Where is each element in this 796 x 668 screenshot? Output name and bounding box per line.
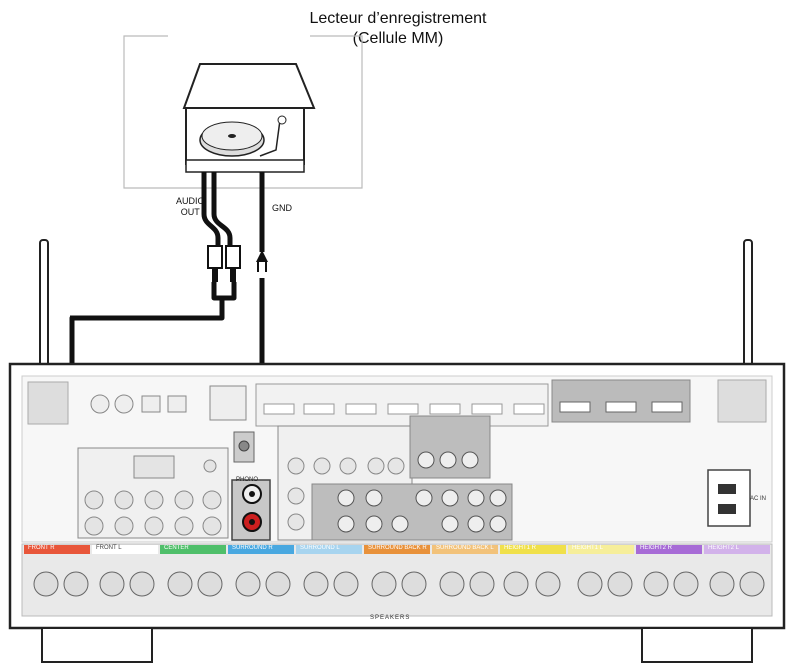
ac-in-label: AC IN	[750, 496, 767, 502]
speaker-group-bar	[160, 545, 226, 554]
gnd-label: GND	[272, 203, 292, 213]
speaker-group-bar	[500, 545, 566, 554]
speaker-group-bar	[432, 545, 498, 554]
speaker-group-bar	[92, 545, 158, 554]
speaker-group-label: HEIGHT2 R	[640, 545, 673, 551]
turntable-frame	[123, 35, 363, 189]
ground-plug-icon	[256, 250, 268, 272]
speaker-group-label: FRONT R	[28, 545, 55, 551]
speaker-group-bar	[568, 545, 634, 554]
hdmi-outputs	[551, 379, 691, 423]
speaker-binding-posts	[33, 571, 765, 597]
speaker-group-bar	[704, 545, 770, 554]
ac-inlet	[707, 469, 751, 527]
analog-audio-inputs	[77, 447, 229, 539]
speaker-group-label: HEIGHT1 R	[504, 545, 537, 551]
speaker-group-bar	[364, 545, 430, 554]
phono-input-jacks	[231, 479, 271, 541]
network-ports	[90, 385, 247, 421]
device-title: Lecteur d’enregistrement	[309, 10, 487, 27]
speaker-group-label: HEIGHT1 L	[572, 545, 604, 551]
phono-label: PHONO	[236, 477, 259, 483]
speaker-group-bar	[24, 545, 90, 554]
audio-cable	[69, 172, 258, 521]
hdmi-inputs	[255, 383, 549, 427]
speaker-group-label: CENTER	[164, 545, 189, 551]
device-subtitle: (Cellule MM)	[352, 30, 444, 47]
speaker-group-bar	[636, 545, 702, 554]
signal-ground-terminal	[233, 431, 255, 463]
rca-plug-white-icon	[207, 245, 223, 282]
speaker-group-label: SURROUND L	[300, 545, 340, 551]
speaker-group-label: FRONT L	[96, 545, 122, 551]
foot-right	[641, 627, 753, 663]
antenna-connector-right	[717, 379, 767, 423]
audio-out-label: AUDIO OUT	[176, 196, 205, 217]
turntable-icon	[182, 63, 316, 173]
speaker-group-bar	[296, 545, 362, 554]
speaker-group-label: SURROUND R	[232, 545, 273, 551]
speaker-group-label: SURROUND BACK R	[368, 545, 427, 551]
speakers-label: SPEAKERS	[370, 615, 411, 621]
speaker-group-bar	[228, 545, 294, 554]
preout-block	[311, 415, 513, 541]
foot-left	[41, 627, 153, 663]
rca-plug-red-icon	[225, 245, 241, 282]
speaker-group-label: HEIGHT2 L	[708, 545, 740, 551]
speaker-group-label: SURROUND BACK L	[436, 545, 494, 551]
antenna-connector-left	[27, 381, 69, 425]
